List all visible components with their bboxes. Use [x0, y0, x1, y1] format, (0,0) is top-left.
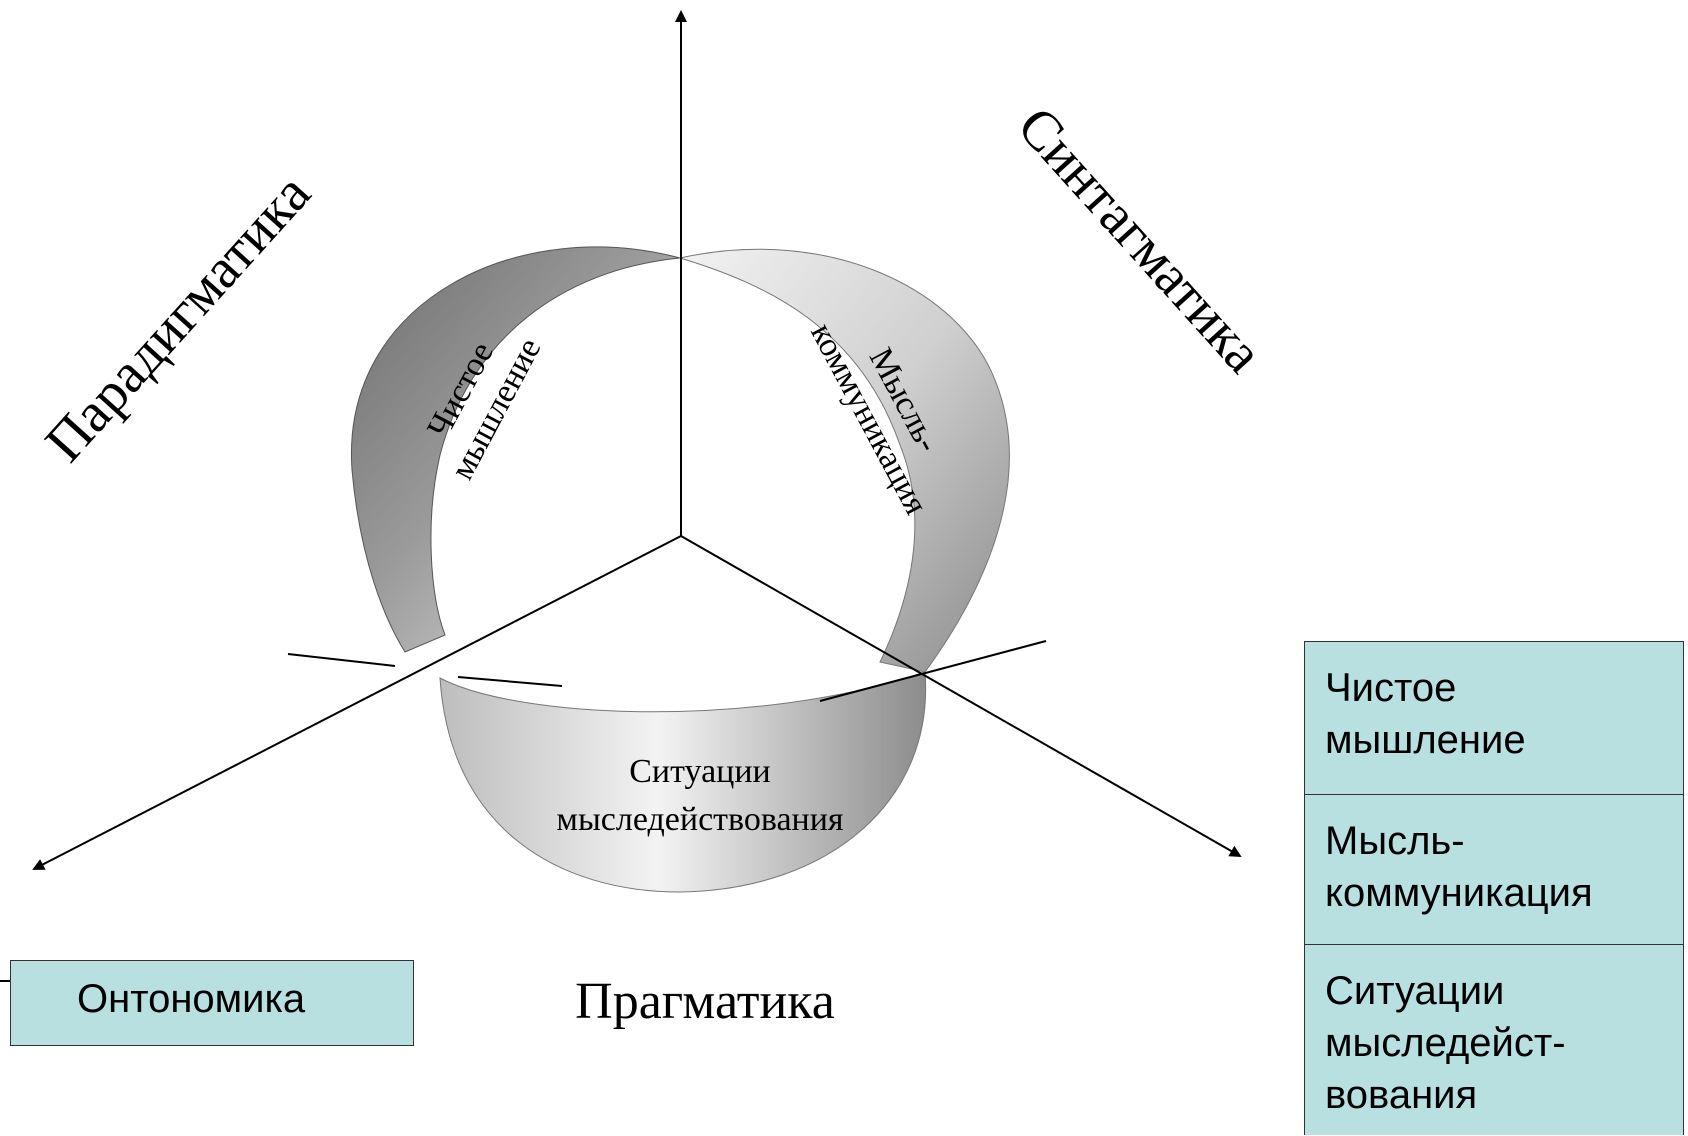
- cross-stroke: [819, 640, 1047, 702]
- cross-stroke: [457, 676, 563, 687]
- table-row-text: вования: [1325, 1073, 1478, 1117]
- cross-stroke: [287, 653, 396, 667]
- table-row-text: Мысль-: [1325, 819, 1465, 863]
- table-row: Чистое мышление: [1305, 642, 1683, 794]
- band-pure-thinking: [350, 246, 681, 653]
- table-row-text: Чистое: [1325, 666, 1457, 710]
- table-row: Мысль- коммуникация: [1305, 794, 1683, 944]
- svg-text:мыследействования: мыследействования: [556, 801, 844, 838]
- band-thought-communication: [678, 248, 1010, 673]
- axis-label-paradigmatics: Парадигматика: [34, 162, 323, 473]
- ontonomika-box: Онтономика: [10, 960, 414, 1046]
- label-situations: Ситуации мыследействования: [556, 753, 844, 838]
- table-row-text: мышление: [1325, 718, 1526, 762]
- table-row-text: Ситуации: [1325, 969, 1505, 1013]
- svg-text:Ситуации: Ситуации: [629, 753, 771, 790]
- band-situations: [439, 671, 927, 893]
- right-axis: [680, 535, 1242, 857]
- axis-label-syntagmatics: Синтагматика: [1005, 95, 1274, 385]
- ontonomika-label: Онтономика: [77, 977, 306, 1021]
- table-row-text: мыследейст-: [1325, 1021, 1566, 1065]
- left-axis: [32, 535, 682, 870]
- table-row-text: коммуникация: [1325, 871, 1593, 915]
- legend-table: Чистое мышление Мысль- коммуникация Ситу…: [1304, 641, 1684, 1135]
- axis-label-pragmatics: Прагматика: [575, 973, 835, 1030]
- table-row: Ситуации мыследейст- вования: [1305, 944, 1683, 1136]
